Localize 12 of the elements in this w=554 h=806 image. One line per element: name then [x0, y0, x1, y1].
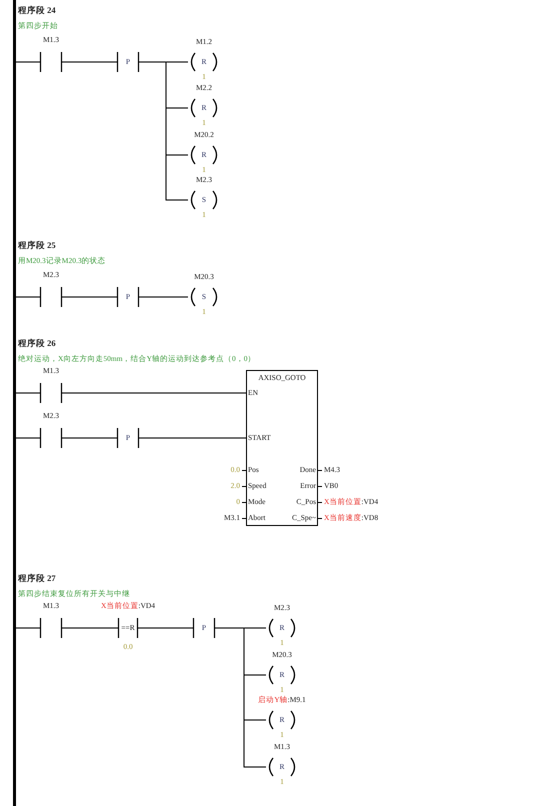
- wire: [16, 392, 40, 394]
- wire: [138, 62, 188, 200]
- network-heading: 程序段 25: [18, 241, 56, 250]
- wire: [62, 296, 118, 298]
- wire: [138, 296, 188, 298]
- wire: [62, 392, 246, 394]
- network-heading: 程序段 27: [18, 574, 56, 583]
- network-heading: 程序段 26: [18, 339, 56, 348]
- wire: [16, 296, 40, 298]
- power-rail: [13, 0, 16, 806]
- network-heading: 程序段 24: [18, 6, 56, 15]
- wire: [214, 628, 266, 768]
